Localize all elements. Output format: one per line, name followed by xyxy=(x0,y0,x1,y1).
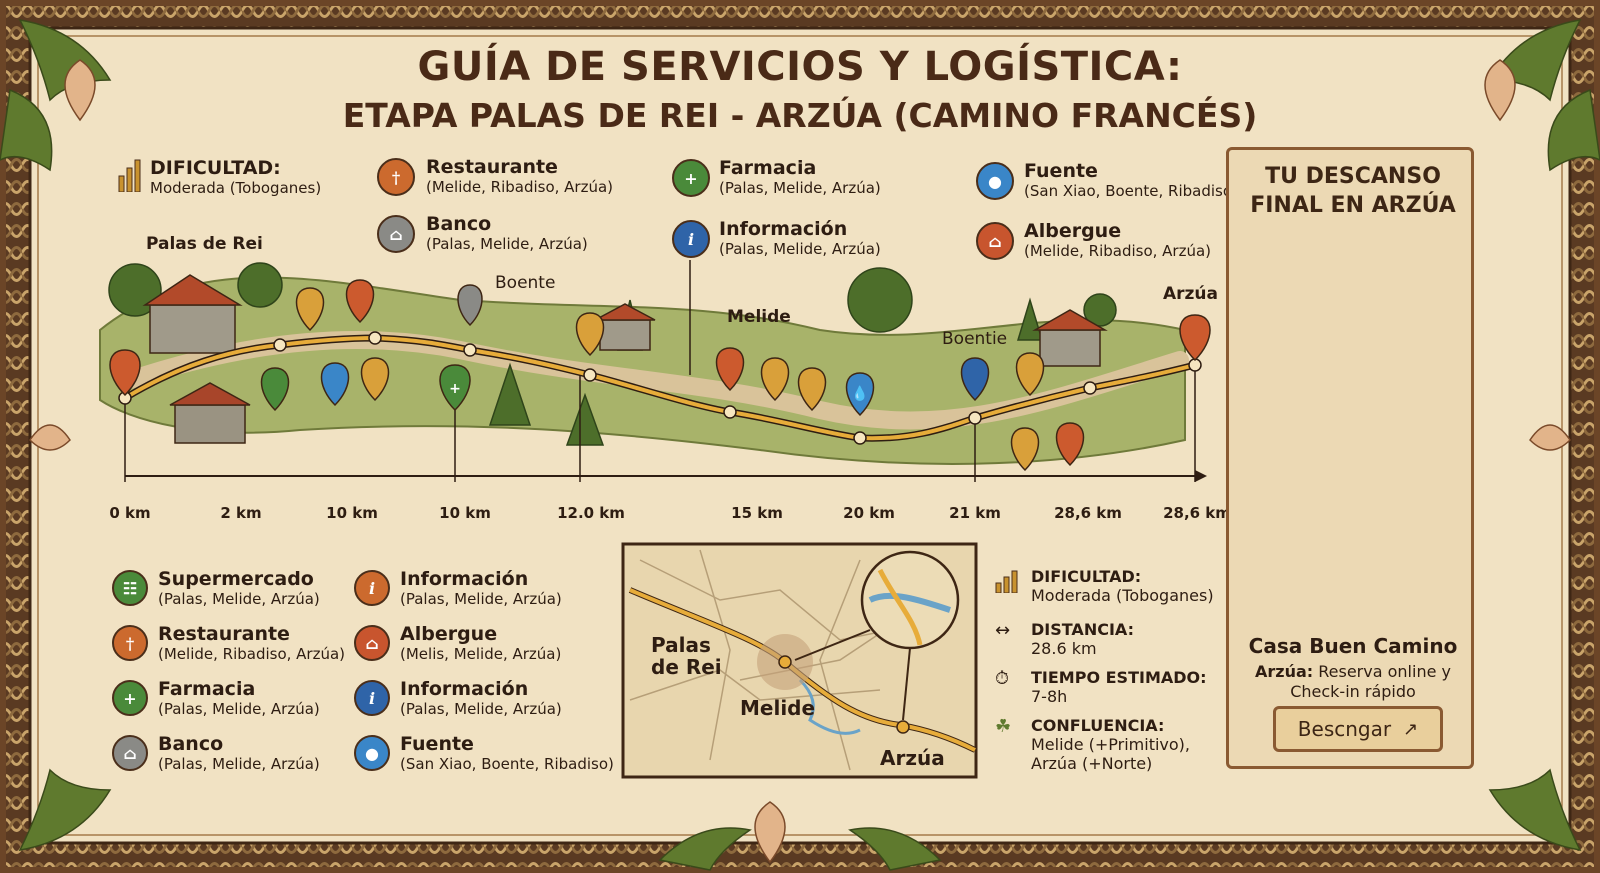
fountain-icon: ● xyxy=(976,162,1014,200)
legend-title: DIFICULTAD: xyxy=(150,157,281,179)
legend-sub: (Palas, Melide, Arzúa) xyxy=(719,179,881,197)
lodging-desc-rest: Reserva online y xyxy=(1313,662,1451,681)
info-icon: i xyxy=(672,220,710,258)
promo-title-line2: FINAL EN ARZÚA xyxy=(1250,193,1456,218)
stat-value: Arzúa (+Norte) xyxy=(1031,754,1153,773)
km-label: 2 km xyxy=(220,504,262,522)
difficulty-bars-icon xyxy=(116,157,144,193)
lodging-promo-panel: TU DESCANSO FINAL EN ARZÚA Casa Buen Cam… xyxy=(1226,147,1474,769)
stat-value: 7-8h xyxy=(1031,687,1068,706)
legend-sub: (Palas, Melide, Arzúa) xyxy=(158,590,320,608)
town-label: Palas de Rei xyxy=(146,234,263,254)
legend-title: Supermercado xyxy=(158,568,314,590)
km-label: 10 km xyxy=(326,504,378,522)
km-label: 28,6 km xyxy=(1163,504,1231,522)
stat-title: CONFLUENCIA: xyxy=(1031,716,1165,735)
stopwatch-icon: ⏱ xyxy=(995,668,1010,689)
legend-sub: Moderada (Toboganes) xyxy=(150,179,322,197)
legend-title: Albergue xyxy=(400,623,498,645)
legend-title: Farmacia xyxy=(158,678,256,700)
bank-icon: ⌂ xyxy=(112,735,148,771)
map-label-palas: Palas de Rei xyxy=(651,634,722,678)
promo-title-line1: TU DESCANSO xyxy=(1265,164,1441,189)
legend-title: Información xyxy=(400,568,529,590)
legend-title: Albergue xyxy=(1024,220,1122,242)
stat-value: 28.6 km xyxy=(1031,639,1097,658)
legend-title: Restaurante xyxy=(158,623,290,645)
town-label: Boente xyxy=(495,273,556,293)
legend-title: Fuente xyxy=(1024,160,1098,182)
legend-sub: (San Xiao, Boente, Ribadiso) xyxy=(400,755,614,773)
difficulty-bars-icon xyxy=(995,569,1021,597)
legend-sub: (Palas, Melide, Arzúa) xyxy=(158,700,320,718)
km-label: 15 km xyxy=(731,504,783,522)
route-mini-map xyxy=(621,542,978,779)
supermarket-icon: ☷ xyxy=(112,570,148,606)
stat-title: DIFICULTAD: xyxy=(1031,567,1142,586)
albergue-icon: ⌂ xyxy=(354,625,390,661)
restaurant-icon: † xyxy=(377,158,415,196)
lodging-desc-bold: Arzúa: xyxy=(1255,662,1314,681)
title-line-1: GUÍA DE SERVICIOS Y LOGÍSTICA: xyxy=(417,44,1183,90)
stat-title: TIEMPO ESTIMADO: xyxy=(1031,668,1207,687)
km-label: 12.0 km xyxy=(557,504,625,522)
info-icon: i xyxy=(354,680,390,716)
legend-sub: (Palas, Melide, Arzúa) xyxy=(400,700,562,718)
distance-arrows-icon: ↔ xyxy=(995,620,1011,641)
town-label: Arzúa xyxy=(1163,284,1219,304)
promo-title: TU DESCANSO FINAL EN ARZÚA xyxy=(1229,162,1477,220)
legend-sub: (Palas, Melide, Arzúa) xyxy=(400,590,562,608)
legend-sub: (Palas, Melide, Arzúa) xyxy=(719,240,881,258)
map-label-melide: Melide xyxy=(740,696,816,720)
km-label: 28,6 km xyxy=(1054,504,1122,522)
legend-title: Banco xyxy=(426,213,492,235)
stat-value: Moderada (Toboganes) xyxy=(1031,586,1214,605)
book-button[interactable]: Bescngar ↗ xyxy=(1273,706,1443,752)
legend-title: Farmacia xyxy=(719,157,817,179)
legend-sub: (San Xiao, Boente, Ribadiso) xyxy=(1024,182,1238,200)
albergue-icon: ⌂ xyxy=(976,222,1014,260)
town-label: Melide xyxy=(727,307,791,327)
town-label: Boentie xyxy=(942,329,1008,349)
legend-sub: (Melide, Ribadiso, Arzúa) xyxy=(1024,242,1212,260)
km-label: 20 km xyxy=(843,504,895,522)
pharmacy-icon: + xyxy=(672,159,710,197)
info-icon: i xyxy=(354,570,390,606)
stat-title: DISTANCIA: xyxy=(1031,620,1134,639)
fountain-icon: ● xyxy=(354,735,390,771)
legend-sub: (Melis, Melide, Arzúa) xyxy=(400,645,562,663)
book-button-label: Bescngar xyxy=(1297,717,1392,741)
lodging-desc-line2: Check-in rápido xyxy=(1290,682,1416,701)
svg-text:+: + xyxy=(449,381,461,397)
stat-value: Melide (+Primitivo), xyxy=(1031,735,1190,754)
legend-sub: (Melide, Ribadiso, Arzúa) xyxy=(158,645,346,663)
km-label: 21 km xyxy=(949,504,1001,522)
external-link-icon: ↗ xyxy=(1403,718,1419,740)
legend-title: Restaurante xyxy=(426,156,558,178)
legend-title: Banco xyxy=(158,733,224,755)
km-label: 0 km xyxy=(109,504,151,522)
km-label: 10 km xyxy=(439,504,491,522)
title-line-2: ETAPA PALAS DE REI - ARZÚA (CAMINO FRANC… xyxy=(342,96,1258,135)
restaurant-icon: † xyxy=(112,625,148,661)
bank-icon: ⌂ xyxy=(377,215,415,253)
legend-sub: (Palas, Melide, Arzúa) xyxy=(158,755,320,773)
legend-title: Fuente xyxy=(400,733,474,755)
lodging-name: Casa Buen Camino xyxy=(1248,634,1458,658)
legend-sub: (Melide, Ribadiso, Arzúa) xyxy=(426,178,614,196)
map-label-palas-line2: de Rei xyxy=(651,655,722,679)
map-label-arzua: Arzúa xyxy=(880,746,945,770)
pharmacy-icon: + xyxy=(112,680,148,716)
svg-text:💧: 💧 xyxy=(851,385,868,402)
lodging-description: Arzúa: Reserva online y Check-in rápido xyxy=(1229,662,1477,702)
map-label-palas-line1: Palas xyxy=(651,633,711,657)
legend-title: Información xyxy=(719,218,848,240)
legend-sub: (Palas, Melide, Arzúa) xyxy=(426,235,588,253)
signpost-icon: ☘ xyxy=(995,716,1012,737)
legend-title: Información xyxy=(400,678,529,700)
